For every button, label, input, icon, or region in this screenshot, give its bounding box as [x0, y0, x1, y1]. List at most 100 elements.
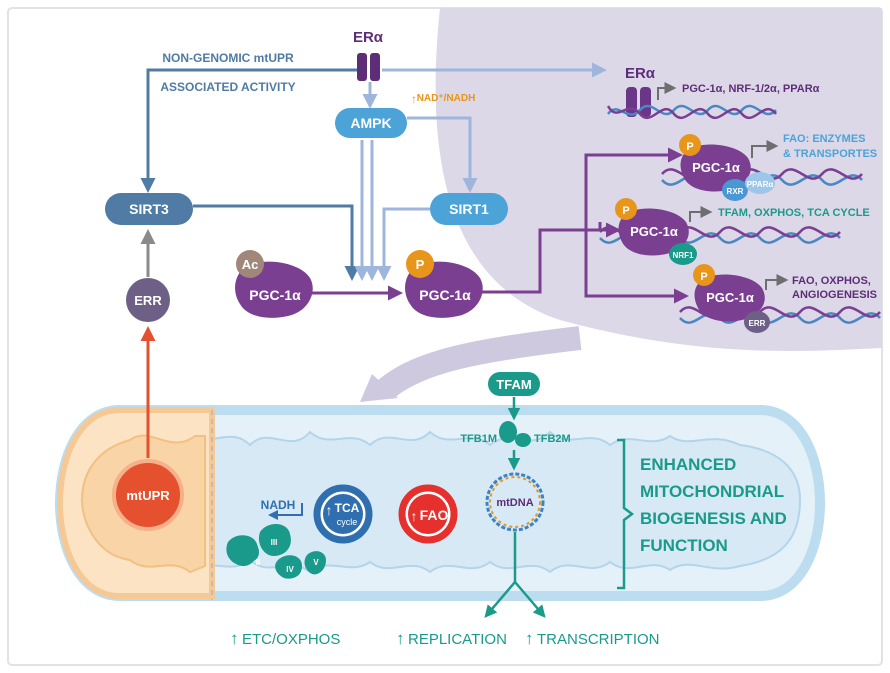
pgc2-label: PGC-1α: [630, 224, 678, 239]
sirt1-to-pgc-arrow: [376, 207, 430, 281]
complex-v-shape: [304, 551, 326, 575]
nrf1-label: NRF1: [673, 251, 694, 260]
p-badge-3: [693, 264, 715, 286]
fao-oxphos-label-1: FAO, OXPHOS,: [792, 275, 871, 287]
complex-iv-label: IV: [286, 565, 294, 574]
tca-label: TCA: [335, 501, 360, 515]
replication-up-arrow: ↑: [396, 629, 405, 648]
tfb2m-label: TFB2M: [534, 433, 571, 445]
complex-ii-shape: [245, 543, 259, 561]
pgc1-label: PGC-1α: [692, 160, 740, 175]
pgc2-blob: [618, 208, 689, 256]
enhanced-label-1: ENHANCED: [640, 455, 736, 474]
transcription-arrow: [514, 581, 546, 618]
replication-label: REPLICATION: [408, 631, 507, 648]
nucleus-to-mito-arrowhead: [360, 374, 398, 402]
branch-to-pgc1: [584, 147, 683, 240]
nucleus-region: [435, 8, 882, 351]
ampk-to-sirt1-arrow: [407, 116, 478, 193]
pgc-acetylated-label: PGC-1α: [249, 287, 301, 303]
pgc3-blob: [694, 274, 765, 322]
err-nucleus-label: ERR: [749, 319, 766, 328]
pgc3-target-arrow: [765, 274, 789, 290]
tfam-node: [488, 372, 540, 396]
ampk-label: AMPK: [350, 115, 391, 131]
tfam-label: TFAM: [496, 377, 531, 392]
era-targets-label: PGC-1α, NRF-1/2α, PPARα: [682, 83, 820, 95]
er-alpha-top-label: ERα: [353, 29, 384, 46]
rxr-label: RXR: [727, 187, 744, 196]
p-badge-2: [615, 198, 637, 220]
enhanced-label-3: BIOGENESIS AND: [640, 509, 787, 528]
pgc-phosphorylated-label: PGC-1α: [419, 287, 471, 303]
p-badge-2-label: P: [622, 205, 629, 217]
nadh-arrow: [268, 503, 303, 520]
tfb1m-label: TFB1M: [460, 433, 497, 445]
ampk-node: [335, 108, 407, 138]
complex-iii-label: III: [271, 538, 278, 547]
err-node: [126, 278, 170, 322]
pgc3-label: PGC-1α: [706, 290, 754, 305]
sirt1-label: SIRT1: [449, 201, 489, 217]
er-alpha-receptor-top: [357, 53, 380, 81]
er-alpha-nucleus-label: ERα: [625, 65, 656, 82]
pgc2-target-arrow: [689, 206, 713, 222]
fao-oxphos-label-2: ANGIOGENESIS: [792, 289, 877, 301]
etc-complexes: II III IV V: [226, 523, 326, 579]
complex-iv-shape: [275, 555, 302, 579]
transcription-up-arrow: ↑: [525, 629, 534, 648]
outcome-brace: [617, 438, 635, 590]
fao-enzymes-label-2: & TRANSPORTES: [783, 148, 877, 160]
non-genomic-label-2: ASSOCIATED ACTIVITY: [160, 80, 295, 94]
replication-arrow: [484, 581, 516, 618]
pgc1-target-arrow: [751, 140, 779, 158]
rxr-node: [722, 179, 748, 201]
mtdna-ring-inner: [489, 476, 541, 528]
ac-badge: [236, 250, 264, 278]
nrf1-node: [669, 243, 697, 265]
complex-ii-label: II: [256, 558, 260, 567]
ac-badge-label: Ac: [242, 257, 259, 272]
p-badge-main: [406, 250, 434, 278]
ppar-label: PPARα: [747, 180, 774, 189]
transcription-label: TRANSCRIPTION: [537, 631, 660, 648]
mtdna-label: mtDNA: [496, 497, 533, 509]
complex-iii-shape: [258, 523, 291, 556]
enhanced-label-4: FUNCTION: [640, 536, 728, 555]
etc-up-arrow: ↑: [230, 629, 239, 648]
err-nucleus-node: [744, 311, 770, 333]
complex-v-label: V: [313, 558, 319, 567]
sirt3-to-pgc-arrow: [193, 204, 360, 281]
p-badge-3-label: P: [700, 271, 707, 283]
sirt1-node: [430, 193, 508, 225]
dna-strand-1b: [606, 105, 777, 120]
tca-cycle-label: cycle: [337, 517, 358, 527]
nad-ratio-label: NAD⁺/NADH: [417, 93, 476, 104]
sirt3-label: SIRT3: [129, 201, 169, 217]
mtdna-ring-outer: [485, 472, 545, 532]
tca-up-arrow: ↑: [326, 502, 333, 518]
mtupr-node: [112, 459, 184, 531]
tfb1m-shape: [499, 421, 517, 443]
non-genomic-label-1: NON-GENOMIC mtUPR: [162, 51, 294, 65]
nadh-label: NADH: [261, 498, 296, 512]
era-target-arrow: [657, 82, 677, 100]
err-label: ERR: [134, 293, 162, 308]
enhanced-label-2: MITOCHONDRIAL: [640, 482, 784, 501]
etc-oxphos-label: ETC/OXPHOS: [242, 631, 340, 648]
p-badge-main-label: P: [416, 257, 425, 272]
p-badge-1-label: P: [686, 141, 693, 153]
fao-up-arrow: ↑: [411, 508, 418, 524]
sirt3-node: [105, 193, 193, 225]
ppar-node: [745, 172, 775, 194]
fao-cycle-core: [408, 494, 448, 534]
mtupr-label: mtUPR: [126, 488, 170, 503]
tca-cycle-core: [323, 494, 363, 534]
branch-to-pgc3: [584, 230, 689, 304]
tfam-targets-label: TFAM, OXPHOS, TCA CYCLE: [718, 207, 870, 219]
tfb2m-shape: [515, 433, 531, 447]
p-badge-1: [679, 134, 701, 156]
nad-up-arrow: ↑: [411, 92, 417, 106]
